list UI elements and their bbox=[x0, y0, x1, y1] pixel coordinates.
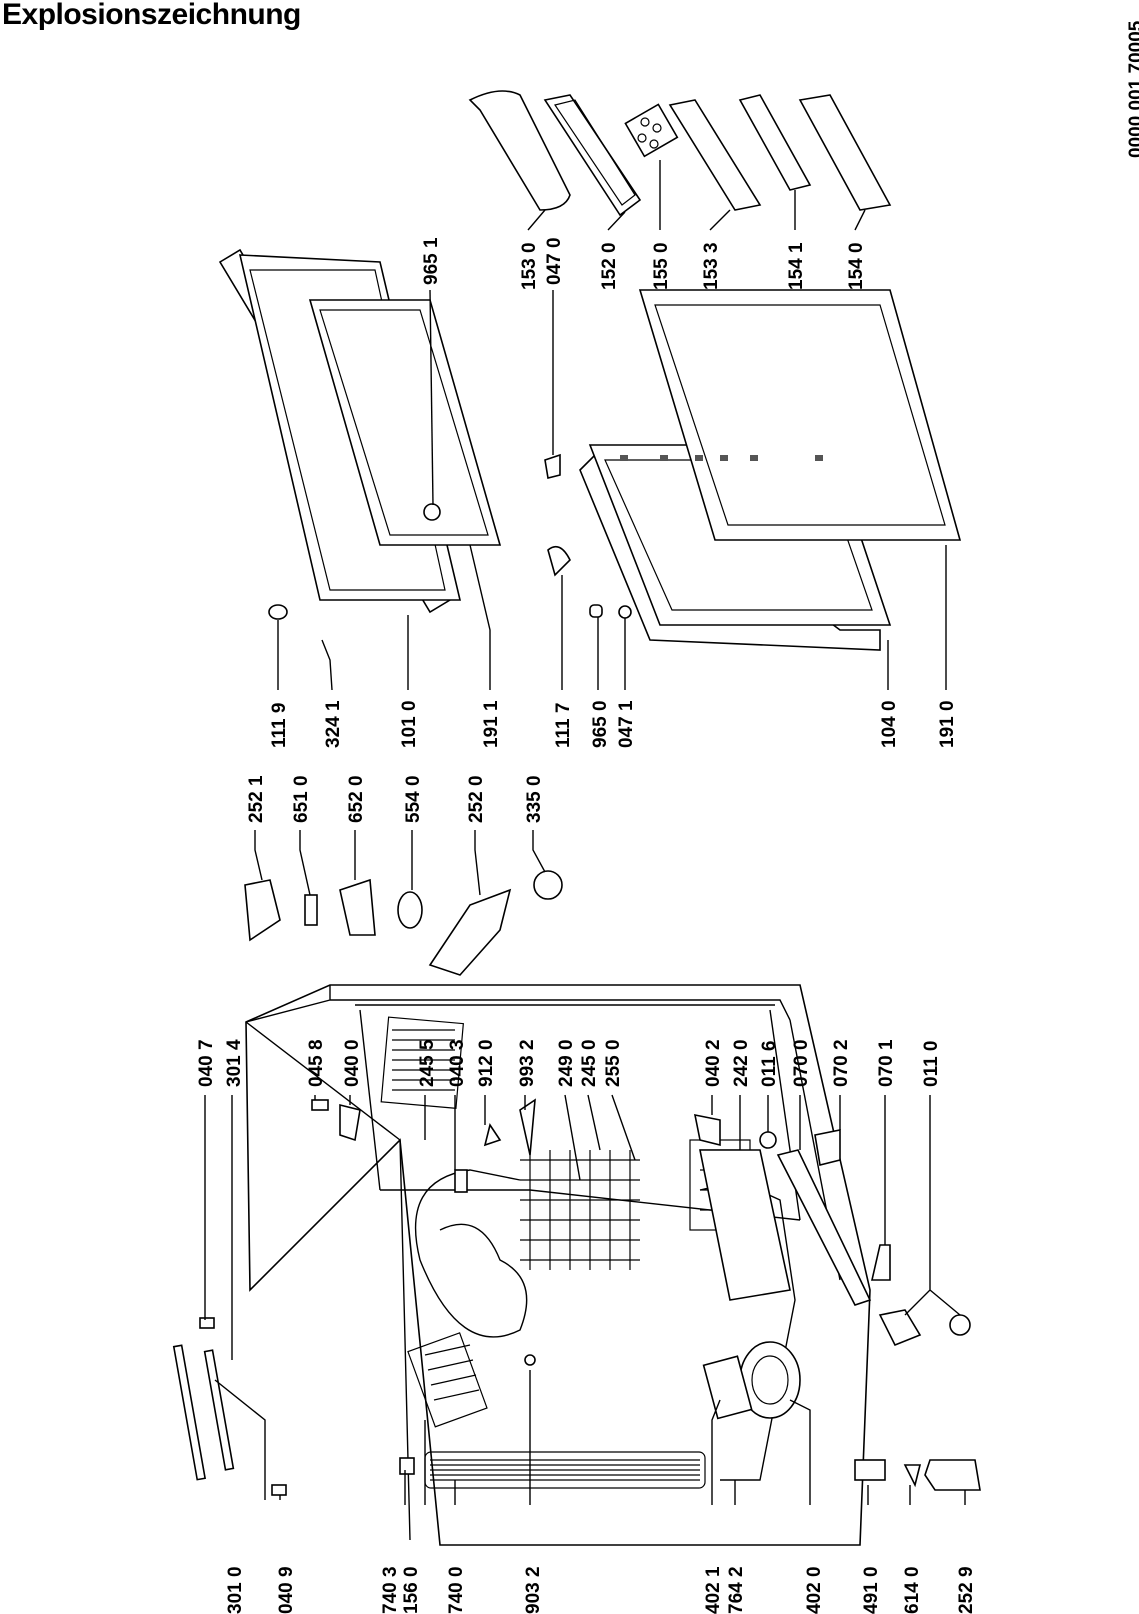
label-764-2: 764 2 bbox=[726, 1566, 747, 1614]
label-156-0: 156 0 bbox=[401, 1566, 422, 1614]
label-011-6: 011 6 bbox=[759, 1041, 780, 1088]
label-740-0: 740 0 bbox=[446, 1566, 467, 1614]
label-047-1: 047 1 bbox=[616, 700, 637, 748]
label-335-0: 335 0 bbox=[524, 775, 545, 823]
label-402-0: 402 0 bbox=[804, 1566, 825, 1614]
label-252-0: 252 0 bbox=[466, 775, 487, 823]
label-301-0: 301 0 bbox=[225, 1566, 246, 1614]
label-252-9: 252 9 bbox=[956, 1566, 977, 1614]
label-402-1: 402 1 bbox=[703, 1566, 724, 1614]
door-shelves bbox=[468, 90, 892, 217]
label-614-0: 614 0 bbox=[902, 1566, 923, 1614]
label-154-0: 154 0 bbox=[846, 242, 867, 290]
label-111-7: 111 7 bbox=[553, 703, 574, 748]
page-title: Explosionszeichnung bbox=[2, 0, 301, 31]
label-242-0: 242 0 bbox=[731, 1039, 752, 1087]
label-912-0: 912 0 bbox=[476, 1039, 497, 1087]
label-491-0: 491 0 bbox=[861, 1566, 882, 1614]
label-047-0: 047 0 bbox=[544, 237, 565, 285]
label-324-1: 324 1 bbox=[323, 700, 344, 748]
label-111-9: 111 9 bbox=[269, 703, 290, 748]
label-255-0: 255 0 bbox=[603, 1039, 624, 1087]
label-153-0: 153 0 bbox=[519, 242, 540, 290]
label-252-1: 252 1 bbox=[246, 775, 267, 823]
label-040-7: 040 7 bbox=[196, 1039, 217, 1087]
label-040-9: 040 9 bbox=[276, 1566, 297, 1614]
label-152-0: 152 0 bbox=[599, 242, 620, 290]
label-965-0: 965 0 bbox=[590, 700, 611, 748]
label-153-3: 153 3 bbox=[701, 242, 722, 290]
label-245-5: 245 5 bbox=[417, 1039, 438, 1087]
label-070-2: 070 2 bbox=[831, 1039, 852, 1087]
label-191-0: 191 0 bbox=[937, 700, 958, 748]
label-993-2: 993 2 bbox=[517, 1039, 538, 1087]
label-045-8: 045 8 bbox=[306, 1039, 327, 1087]
label-740-3: 740 3 bbox=[380, 1566, 401, 1614]
part-labels: 301 0 040 9 740 3 156 0 740 0 903 2 402 … bbox=[196, 237, 977, 1614]
leader-lines bbox=[204, 160, 966, 1505]
label-191-1: 191 1 bbox=[481, 700, 502, 748]
label-040-3: 040 3 bbox=[447, 1039, 468, 1087]
label-040-0: 040 0 bbox=[342, 1039, 363, 1087]
fridge-door bbox=[544, 289, 962, 651]
freezer-door bbox=[218, 248, 502, 691]
label-040-2: 040 2 bbox=[703, 1039, 724, 1087]
label-652-0: 652 0 bbox=[346, 775, 367, 823]
label-104-0: 104 0 bbox=[879, 700, 900, 748]
label-965-1: 965 1 bbox=[421, 237, 442, 285]
label-651-0: 651 0 bbox=[291, 775, 312, 823]
label-903-2: 903 2 bbox=[523, 1566, 544, 1614]
label-070-0: 070 0 bbox=[791, 1039, 812, 1087]
label-011-0: 011 0 bbox=[921, 1041, 942, 1088]
label-245-0: 245 0 bbox=[579, 1039, 600, 1087]
label-554-0: 554 0 bbox=[403, 775, 424, 823]
label-155-0: 155 0 bbox=[651, 242, 672, 290]
label-101-0: 101 0 bbox=[399, 700, 420, 748]
label-070-1: 070 1 bbox=[876, 1039, 897, 1087]
label-301-4: 301 4 bbox=[224, 1039, 245, 1087]
label-154-1: 154 1 bbox=[786, 242, 807, 290]
refrigerator-cabinet bbox=[172, 984, 981, 1546]
label-249-0: 249 0 bbox=[556, 1039, 577, 1087]
thermostat-assembly bbox=[244, 870, 563, 976]
